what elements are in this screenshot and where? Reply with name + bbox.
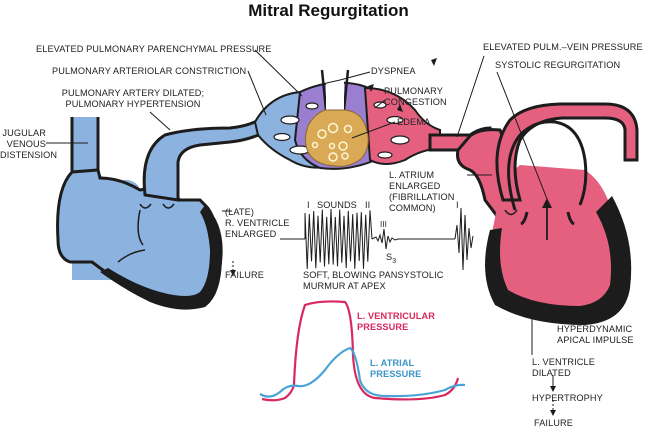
label-sound-iii: III	[380, 220, 387, 229]
label-lv-dilated-line1: L. VENTRICLE	[532, 357, 595, 367]
label-r-ventricle-line3: ENLARGED	[225, 229, 277, 239]
label-l-failure: FAILURE	[534, 418, 573, 428]
label-jugular-line2: VENOUS	[6, 139, 46, 149]
next-s1-waveform	[454, 207, 474, 271]
label-sound-i: I	[307, 200, 310, 210]
label-r-ventricle-line1: (LATE)	[225, 207, 255, 217]
arrowhead-r-failure	[230, 270, 236, 276]
arrowheads	[230, 58, 556, 416]
label-sound-ii: II	[365, 200, 371, 210]
diagram-title: Mitral Regurgitation	[248, 1, 409, 20]
bronchus-lumen	[326, 70, 344, 110]
arrow-congestion-to-dyspnea	[368, 84, 374, 92]
aortic-root-outline	[507, 120, 588, 211]
left-ventricle	[491, 165, 626, 320]
label-arteriolar-constriction: PULMONARY ARTERIOLAR CONSTRICTION	[52, 66, 247, 76]
tricuspid-line	[117, 249, 146, 263]
lv-pressure-curve	[261, 300, 460, 402]
label-sound-i-next: I	[456, 200, 459, 210]
alveolar-sac	[305, 109, 369, 167]
la-pressure-curve	[259, 346, 466, 398]
alveoli-fluid-bubbles	[311, 122, 353, 162]
leader-edema	[351, 121, 396, 139]
label-elevated-parenchymal-pressure: ELEVATED PULMONARY PARENCHYMAL PRESSURE	[36, 44, 272, 54]
s3-waveform	[371, 228, 455, 250]
label-jugular-line3: DISTENSION	[0, 150, 58, 160]
regurgitation-arrowhead	[542, 198, 552, 208]
label-pulmonary-congestion-line1: PULMONARY	[384, 86, 443, 96]
left-ventricle-wall	[485, 196, 632, 325]
label-artery-dilated-line2: PULMONARY HYPERTENSION	[65, 99, 201, 109]
label-murmur-line2: MURMUR AT APEX	[303, 281, 386, 291]
leader-artery-dilated	[149, 111, 171, 131]
leader-parenchymal	[254, 49, 303, 97]
leader-congestion	[374, 99, 386, 109]
pressure-curves	[259, 300, 466, 402]
label-edema: EDEMA	[397, 117, 431, 127]
pulmonary-valve-cusp	[139, 203, 152, 209]
label-l-atrium-line1: L. ATRIUM	[389, 170, 435, 180]
label-r-ventricle-line2: R. VENTRICLE	[225, 218, 290, 228]
label-lv-pressure-line2: PRESSURE	[357, 322, 409, 332]
pulmonary-valve-cusp	[162, 203, 175, 209]
right-heart	[56, 115, 273, 310]
aortic-valve-cusp	[504, 209, 518, 216]
label-apical-line1: HYPERDYNAMIC	[557, 324, 633, 334]
label-dyspnea: DYSPNEA	[371, 66, 416, 76]
bronchus-wall-left	[320, 69, 328, 111]
label-s3-letter: S	[386, 252, 393, 262]
label-lv-dilated-line2: DILATED	[532, 368, 571, 378]
label-l-atrium-line3: (FIBRILLATION	[389, 192, 455, 202]
right-ventricle-wall	[100, 205, 223, 310]
label-s3-subscript: 3	[392, 257, 397, 265]
label-apical-line2: APICAL IMPULSE	[557, 335, 634, 345]
capillary-gaps	[273, 101, 410, 159]
leader-systolic	[496, 71, 548, 200]
label-murmur-line1: SOFT, BLOWING PANSYSTOLIC	[303, 270, 444, 280]
pulmonary-artery	[142, 115, 273, 202]
label-elevated-pulm-vein-pressure: ELEVATED PULM.–VEIN PRESSURE	[483, 42, 643, 52]
label-la-pressure-line2: PRESSURE	[370, 369, 422, 379]
label-artery-dilated-line1: PULMONARY ARTERY DILATED;	[61, 88, 205, 98]
bronchus-wall-right	[342, 69, 350, 111]
leader-dyspnea	[317, 71, 371, 86]
label-la-pressure-line1: L. ATRIAL	[370, 358, 415, 368]
mitral-leaflet	[566, 211, 575, 226]
phonocardiogram	[280, 207, 474, 271]
arrow-regurg-to-vein	[431, 58, 437, 66]
label-l-atrium-line2: ENLARGED	[389, 181, 441, 191]
label-jugular-line1: JUGULAR	[2, 128, 46, 138]
label-sounds: SOUNDS	[317, 200, 357, 210]
mitral-leaflet	[520, 211, 529, 226]
arrowhead-l-failure	[550, 410, 556, 416]
label-systolic-regurgitation: SYSTOLIC REGURGITATION	[495, 60, 621, 70]
pansystolic-murmur-waveform	[304, 208, 373, 270]
lung-capillary-bed	[253, 69, 441, 170]
label-lv-pressure-line1: L. VENTRICULAR	[357, 311, 435, 321]
label-s3: S3	[386, 252, 396, 267]
leader-lines	[46, 49, 564, 412]
arrow-congestion-to-edema	[397, 104, 403, 112]
label-l-atrium-line4: COMMON)	[389, 203, 436, 213]
label-pulmonary-congestion-line2: CONGESTION	[384, 97, 447, 107]
septum-line	[137, 209, 144, 246]
label-r-failure: FAILURE	[225, 270, 264, 280]
leader-pulm-vein	[456, 55, 485, 138]
arrowhead-hypertrophy	[550, 386, 556, 392]
leader-arteriolar	[247, 70, 267, 116]
label-hypertrophy: HYPERTROPHY	[532, 393, 603, 403]
